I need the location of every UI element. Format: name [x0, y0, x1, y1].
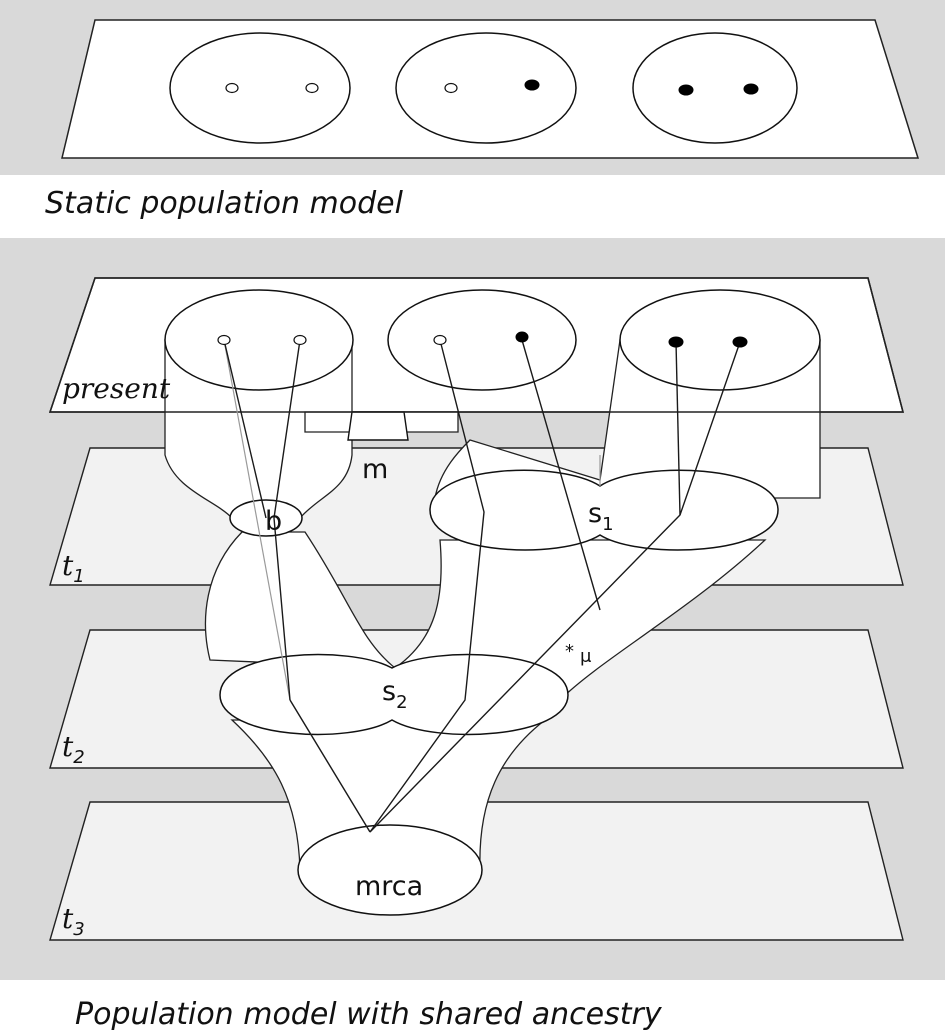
- allele-ancestral: [305, 82, 319, 94]
- lineage: [521, 339, 601, 611]
- plane-label-t1-sub: 1: [73, 566, 84, 587]
- static-deme-1: [169, 32, 351, 144]
- allele-ancestral: [217, 334, 231, 346]
- label-m: m: [362, 454, 388, 485]
- allele-derived: [743, 83, 759, 95]
- static-caption: Static population model: [45, 186, 404, 221]
- allele-derived: [678, 84, 694, 96]
- lineage: [369, 339, 485, 833]
- plane-present-front: [48, 277, 904, 413]
- label-s1-main: s: [588, 498, 602, 529]
- plane-label-t3-main: t: [62, 902, 74, 935]
- mutation-label: μ: [580, 646, 592, 667]
- plane-label-t3-sub: 3: [73, 919, 84, 940]
- allele-derived: [515, 331, 529, 343]
- deme-mrca: [297, 824, 483, 916]
- allele-ancestral: [293, 334, 307, 346]
- label-s2-main: s: [382, 676, 396, 707]
- lineage: [289, 699, 371, 833]
- allele-derived: [732, 336, 748, 348]
- mutation-asterisk: *: [565, 641, 574, 662]
- plane-label-t2-sub: 2: [73, 747, 84, 768]
- migration-notch: [347, 411, 409, 441]
- present-deme-3: [619, 289, 821, 391]
- allele-derived: [524, 79, 540, 91]
- label-s2-sub: 2: [396, 692, 407, 713]
- plane-label-t1-main: t: [62, 549, 74, 582]
- lineage: [369, 341, 741, 833]
- plane-label-t3: t3: [62, 902, 85, 940]
- plane-label-present: present: [62, 372, 171, 405]
- static-deme-3: [632, 32, 798, 144]
- present-deme-1: [164, 289, 354, 391]
- label-b: b: [265, 506, 282, 537]
- lineage: [223, 339, 267, 519]
- plane-label-t1: t1: [62, 549, 85, 587]
- label-s1-sub: 1: [602, 514, 613, 535]
- allele-ancestral: [444, 82, 458, 94]
- lineage: [273, 339, 301, 701]
- deme-s2: [219, 653, 569, 736]
- present-deme-2: [387, 289, 577, 391]
- shared-caption: Population model with shared ancestry: [75, 997, 663, 1032]
- allele-ancestral: [225, 82, 239, 94]
- deme-s1: [429, 469, 779, 551]
- plane-label-t2-main: t: [62, 730, 74, 763]
- allele-ancestral: [433, 334, 447, 346]
- label-mrca: mrca: [355, 871, 423, 902]
- lineages: [223, 339, 741, 833]
- plane-label-t2: t2: [62, 730, 85, 768]
- static-deme-2: [395, 32, 577, 144]
- lineage: [675, 341, 681, 516]
- allele-derived: [668, 336, 684, 348]
- label-s2: s2: [382, 676, 408, 713]
- label-s1: s1: [588, 498, 614, 535]
